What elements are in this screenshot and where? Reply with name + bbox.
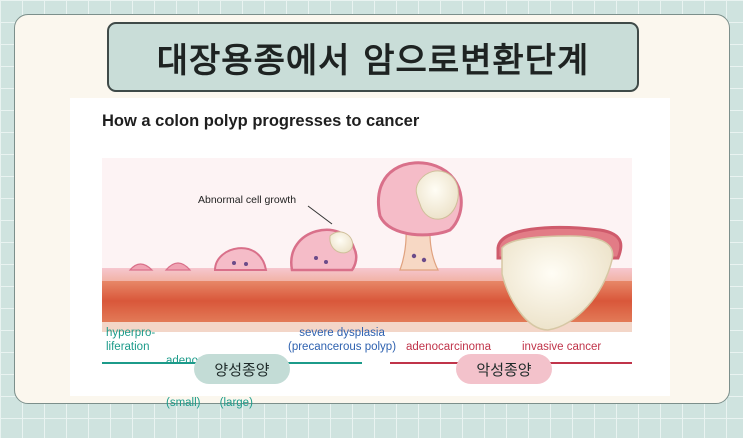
slide-title: 대장용종에서 암으로변환단계 bbox=[107, 22, 639, 92]
colon-wall-illustration bbox=[102, 158, 632, 364]
annotation-leader-line bbox=[307, 205, 333, 225]
stage-hyperproliferation: hyperpro- liferation bbox=[106, 327, 156, 353]
large-adenoma bbox=[290, 228, 358, 272]
precancerous-polyp bbox=[376, 161, 463, 271]
malignant-tumor-badge: 악성종양 bbox=[456, 354, 552, 384]
small-adenoma bbox=[213, 247, 268, 271]
abnormal-cell-growth-label: Abnormal cell growth bbox=[198, 194, 297, 206]
invasive-cancer bbox=[496, 225, 623, 331]
stage-severe-dysplasia: severe dysplasia (precancerous polyp) bbox=[288, 327, 397, 353]
serosa-layer bbox=[102, 322, 632, 332]
polyp-progression-figure: How a colon polyp progresses to cancer bbox=[70, 98, 670, 409]
hyperproliferation-bumps bbox=[128, 262, 192, 271]
stage-adenocarcinoma: adenocarcinoma bbox=[406, 341, 492, 353]
figure-heading: How a colon polyp progresses to cancer bbox=[102, 112, 420, 130]
mucosa-layer bbox=[102, 268, 632, 281]
benign-tumor-badge: 양성종양 bbox=[194, 354, 290, 384]
stage-invasive-cancer: invasive cancer bbox=[522, 341, 602, 353]
